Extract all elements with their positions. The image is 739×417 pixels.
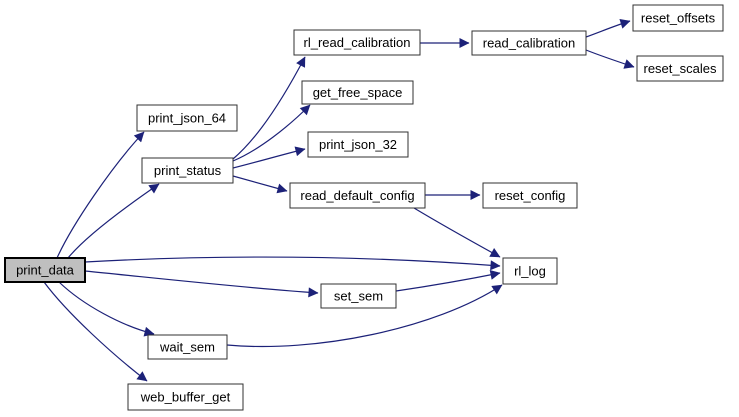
edge-print_data-web_buffer_get xyxy=(43,281,148,382)
node-reset_scales[interactable]: reset_scales xyxy=(636,55,724,82)
node-print_json_64[interactable]: print_json_64 xyxy=(136,104,238,132)
edge-print_data-print_json_64 xyxy=(56,131,145,259)
edge-print_data-set_sem xyxy=(84,270,319,298)
node-box-read_calibration[interactable] xyxy=(471,30,587,56)
node-print_data[interactable]: print_data xyxy=(4,257,86,283)
node-box-print_data[interactable] xyxy=(4,257,86,283)
edge-print_data-wait_sem xyxy=(58,281,155,337)
node-box-wait_sem[interactable] xyxy=(147,334,228,360)
node-label-web_buffer_get: web_buffer_get xyxy=(140,390,231,405)
node-wait_sem[interactable]: wait_sem xyxy=(147,334,228,360)
node-box-print_json_64[interactable] xyxy=(136,104,238,132)
node-read_calibration[interactable]: read_calibration xyxy=(471,30,587,56)
edge-read_default_config-rl_log xyxy=(413,207,501,258)
edge-read_calibration-reset_scales xyxy=(585,49,635,69)
node-label-rl_read_calibration: rl_read_calibration xyxy=(304,35,411,50)
node-print_json_32[interactable]: print_json_32 xyxy=(307,131,409,158)
edge-print_status-rl_read_calibration xyxy=(232,56,306,160)
edge-set_sem-rl_log xyxy=(395,269,501,292)
node-box-print_json_32[interactable] xyxy=(307,131,409,158)
node-label-read_calibration: read_calibration xyxy=(483,36,576,51)
node-print_status[interactable]: print_status xyxy=(141,157,234,184)
node-label-print_status: print_status xyxy=(154,163,222,178)
edge-print_status-print_json_32 xyxy=(232,146,306,169)
node-reset_config[interactable]: reset_config xyxy=(482,182,578,209)
node-rl_read_calibration[interactable]: rl_read_calibration xyxy=(293,29,421,56)
node-read_default_config[interactable]: read_default_config xyxy=(289,182,426,209)
node-box-reset_scales[interactable] xyxy=(636,55,724,82)
node-box-read_default_config[interactable] xyxy=(289,182,426,209)
node-label-reset_offsets: reset_offsets xyxy=(641,11,716,26)
node-label-reset_config: reset_config xyxy=(495,188,566,203)
node-box-web_buffer_get[interactable] xyxy=(127,383,244,411)
node-box-reset_offsets[interactable] xyxy=(632,4,724,32)
node-box-rl_log[interactable] xyxy=(502,257,558,285)
node-label-get_free_space: get_free_space xyxy=(313,85,403,100)
node-box-set_sem[interactable] xyxy=(320,283,397,309)
node-box-get_free_space[interactable] xyxy=(301,80,414,105)
node-label-reset_scales: reset_scales xyxy=(644,61,717,76)
node-label-read_default_config: read_default_config xyxy=(300,188,414,203)
node-label-rl_log: rl_log xyxy=(514,264,546,279)
node-reset_offsets[interactable]: reset_offsets xyxy=(632,4,724,32)
edge-wait_sem-rl_log xyxy=(226,284,503,348)
edge-print_status-get_free_space xyxy=(232,104,311,162)
node-box-print_status[interactable] xyxy=(141,157,234,184)
node-label-print_json_64: print_json_64 xyxy=(148,111,226,126)
node-label-set_sem: set_sem xyxy=(334,289,383,304)
edge-print_status-read_default_config xyxy=(232,175,288,194)
node-get_free_space[interactable]: get_free_space xyxy=(301,80,414,105)
node-set_sem[interactable]: set_sem xyxy=(320,283,397,309)
node-label-wait_sem: wait_sem xyxy=(159,340,215,355)
node-label-print_json_32: print_json_32 xyxy=(319,137,397,152)
edge-print_data-print_status xyxy=(67,183,160,259)
node-rl_log[interactable]: rl_log xyxy=(502,257,558,285)
node-box-rl_read_calibration[interactable] xyxy=(293,29,421,56)
node-web_buffer_get[interactable]: web_buffer_get xyxy=(127,383,244,411)
edge-read_calibration-reset_offsets xyxy=(585,19,631,38)
node-label-print_data: print_data xyxy=(16,263,75,278)
node-box-reset_config[interactable] xyxy=(482,182,578,209)
edge-print_data-rl_log xyxy=(84,256,501,271)
